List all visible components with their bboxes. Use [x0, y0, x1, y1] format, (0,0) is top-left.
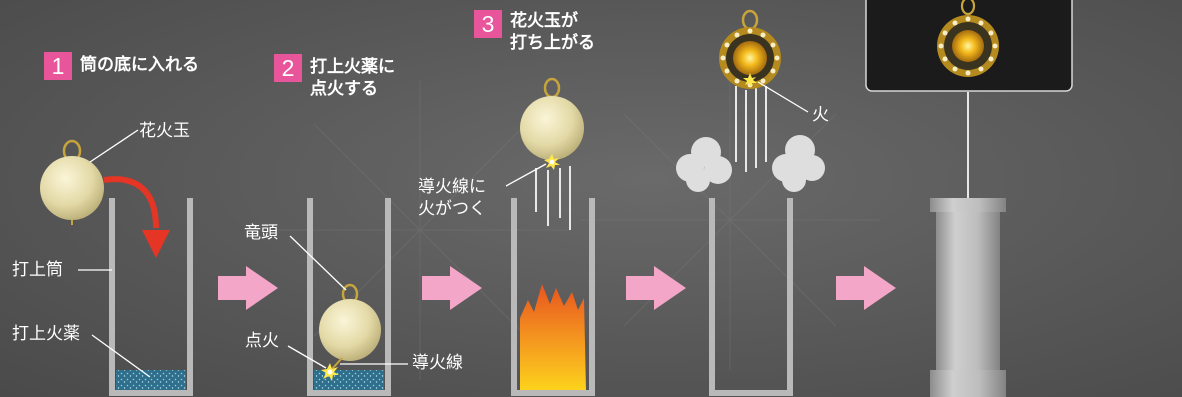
insert-arrow-head [142, 230, 170, 258]
step-3-number: 3 [474, 10, 502, 38]
lift-charge-1 [116, 370, 186, 390]
fire-spark-icon [743, 73, 757, 87]
tube-pillar [930, 198, 1006, 397]
leader-lift-charge [91, 334, 151, 378]
smoke-cloud-right [772, 135, 825, 192]
launch-flame [520, 284, 586, 390]
shell-3 [520, 77, 584, 160]
stage-2 [287, 198, 408, 396]
step-2-title: 打上火薬に 点火する [310, 57, 395, 99]
label-shell: 花火玉 [139, 121, 190, 141]
stage-3 [505, 77, 595, 396]
step-1-title: 筒の底に入れる [80, 55, 199, 75]
smoke-cloud-left [676, 137, 732, 192]
stage-4 [676, 9, 825, 396]
step-1: 1 筒の底に入れる [44, 52, 199, 80]
shell-2 [319, 283, 381, 370]
label-ryuzu: 竜頭 [244, 223, 278, 243]
smoke-trails-4 [735, 86, 767, 172]
launch-tube-2 [307, 198, 391, 396]
label-lift-charge: 打上火薬 [12, 324, 80, 344]
launch-tube-4 [709, 198, 793, 396]
ignition-spark-icon [321, 363, 339, 381]
label-fuse: 導火線 [412, 353, 463, 373]
leader-shell [89, 129, 139, 163]
step-3: 3 花火玉が 打ち上がる [474, 10, 595, 54]
flow-arrow-2 [422, 266, 482, 310]
insert-curve-arrow [103, 176, 159, 229]
lift-charge-2 [314, 370, 384, 390]
launch-tube-1 [109, 198, 193, 396]
label-fire: 火 [812, 105, 829, 125]
label-tube: 打上筒 [12, 260, 63, 280]
launch-tube-3 [511, 198, 595, 396]
stage-1 [40, 129, 193, 396]
shell-1 [40, 139, 104, 225]
smoke-trails-3 [535, 166, 571, 230]
leader-fuse-lit [505, 163, 547, 187]
label-ignition: 点火 [245, 331, 279, 351]
shell-5-burst [937, 0, 999, 77]
flow-arrow-1 [218, 266, 278, 310]
label-fuse-lit: 導火線に 火がつく [418, 177, 486, 219]
step-1-number: 1 [44, 52, 72, 80]
lit-fuse-spark-icon [544, 154, 560, 170]
step-2-number: 2 [274, 54, 302, 82]
leader-ryuzu [289, 235, 347, 291]
step-3-title: 花火玉が 打ち上がる [510, 11, 595, 53]
shell-4-opened [719, 9, 781, 89]
leader-ignition [287, 345, 327, 369]
flow-arrow-4 [836, 266, 896, 310]
flow-arrow-3 [626, 266, 686, 310]
stage-5 [865, 0, 1073, 397]
step-2: 2 打上火薬に 点火する [274, 54, 395, 100]
leader-fire [757, 81, 809, 113]
